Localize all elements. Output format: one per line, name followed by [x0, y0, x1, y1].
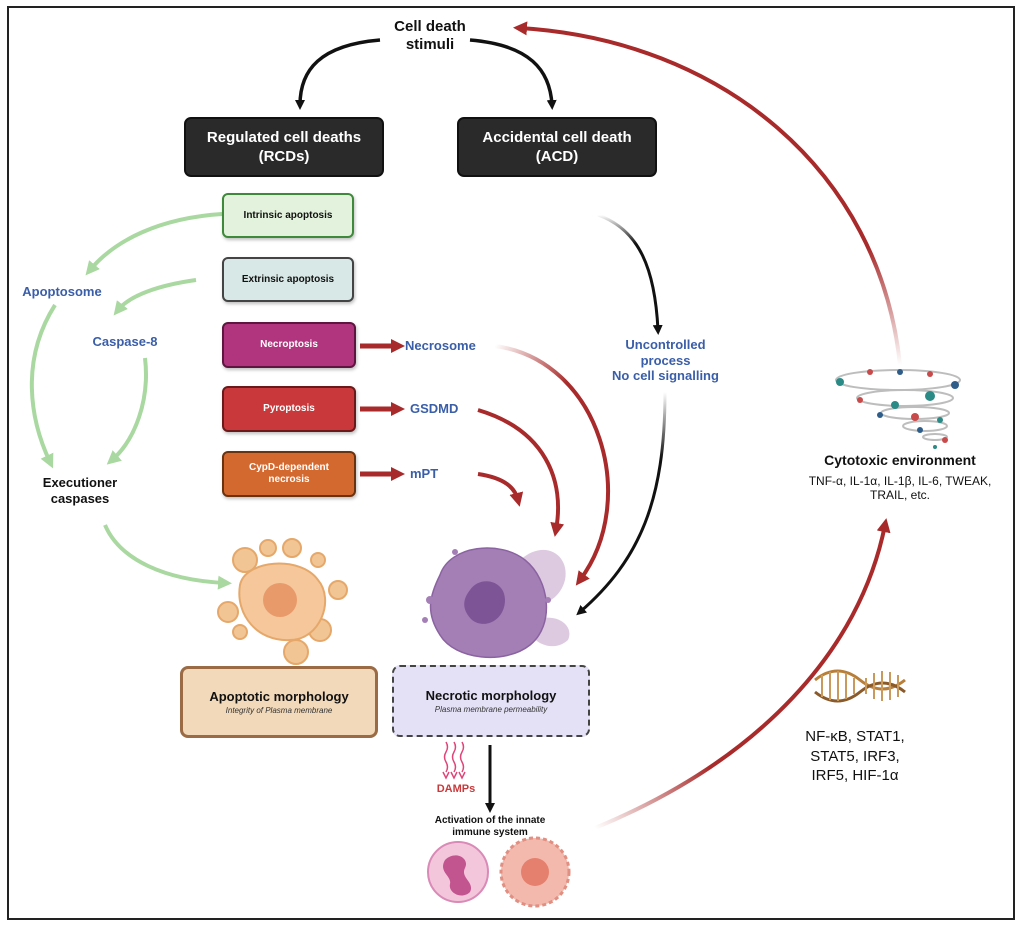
- uncontrolled-process-label: Uncontrolled process No cell signalling: [612, 337, 719, 384]
- necrotic-morphology-subtitle: Plasma membrane permeability: [434, 705, 548, 714]
- damps-release-icon: [442, 741, 466, 780]
- macrophage-cell-icon: [499, 836, 571, 908]
- arrow-extrinsic-to-caspase8: [113, 278, 197, 316]
- rcd-box-line2: (RCDs): [258, 148, 310, 165]
- necrosome-label: Necrosome: [405, 338, 476, 353]
- necroptosis-box: Necroptosis: [222, 322, 356, 368]
- arrow-gsdmd-to-necrotic-cell: [477, 408, 565, 537]
- cytotoxic-environment-title: Cytotoxic environment: [824, 452, 976, 468]
- intrinsic-apoptosis-box: Intrinsic apoptosis: [222, 193, 354, 238]
- cell-death-stimuli-label: Cell death stimuli: [394, 18, 466, 53]
- necrotic-morphology-box: Necrotic morphology Plasma membrane perm…: [392, 665, 590, 737]
- diagram-border: [7, 6, 1015, 920]
- acd-box-line2: (ACD): [535, 148, 579, 165]
- gsdmd-label: GSDMD: [410, 401, 459, 416]
- mpt-label: mPT: [410, 466, 439, 481]
- arrow-intrinsic-to-apoptosome: [85, 212, 223, 276]
- arrow-stimuli-to-rcd: [295, 38, 381, 110]
- arrow-apoptosome-to-executioner: [29, 303, 57, 469]
- arrow-executioner-to-apoptotic-cell: [103, 524, 232, 590]
- arrow-uncontrolled-to-necrotic-cell: [576, 391, 667, 616]
- arrow-stimuli-to-acd: [469, 38, 557, 110]
- dna-icon: [814, 669, 906, 703]
- arrow-mpt-to-necrotic-cell: [477, 472, 524, 507]
- arrow-acd-to-uncontrolled: [597, 213, 663, 335]
- cytotoxic-environment-list: TNF-α, IL-1α, IL-1β, IL-6, TWEAK, TRAIL,…: [808, 474, 992, 503]
- rcd-box: Regulated cell deaths (RCDs): [184, 117, 384, 177]
- extrinsic-apoptosis-box: Extrinsic apoptosis: [222, 257, 354, 302]
- cytotoxic-tornado-icon: [835, 369, 961, 449]
- acd-box-line1: Accidental cell death: [482, 128, 632, 146]
- apoptosome-label: Apoptosome: [22, 284, 102, 299]
- acd-box: Accidental cell death (ACD): [457, 117, 657, 177]
- executioner-caspases-label: Executioner caspases: [42, 475, 118, 506]
- apoptotic-morphology-title: Apoptotic morphology: [209, 689, 349, 704]
- apoptotic-morphology-box: Apoptotic morphology Integrity of Plasma…: [180, 666, 378, 738]
- necrotic-cell-icon: [422, 547, 570, 658]
- cypd-necrosis-box: CypD-dependent necrosis: [222, 451, 356, 497]
- necrotic-morphology-title: Necrotic morphology: [425, 688, 557, 703]
- arrow-immune-to-cytotoxic: [594, 518, 891, 830]
- arrow-cytotoxic-to-stimuli: [513, 21, 902, 366]
- apoptotic-cell-icon: [217, 538, 348, 665]
- apoptotic-morphology-subtitle: Integrity of Plasma membrane: [225, 706, 333, 715]
- caspase8-label: Caspase-8: [92, 334, 158, 349]
- damps-label: DAMPs: [436, 783, 476, 795]
- rcd-box-line1: Regulated cell deaths: [206, 128, 362, 146]
- arrow-caspase8-to-executioner: [106, 357, 148, 465]
- innate-immune-label: Activation of the innate immune system: [434, 815, 546, 838]
- pyroptosis-box: Pyroptosis: [222, 386, 356, 432]
- arrow-necrosome-to-necrotic-cell: [494, 344, 611, 586]
- neutrophil-cell-icon: [427, 841, 489, 903]
- transcription-factors-label: NF-κB, STAT1, STAT5, IRF3, IRF5, HIF-1α: [805, 728, 905, 784]
